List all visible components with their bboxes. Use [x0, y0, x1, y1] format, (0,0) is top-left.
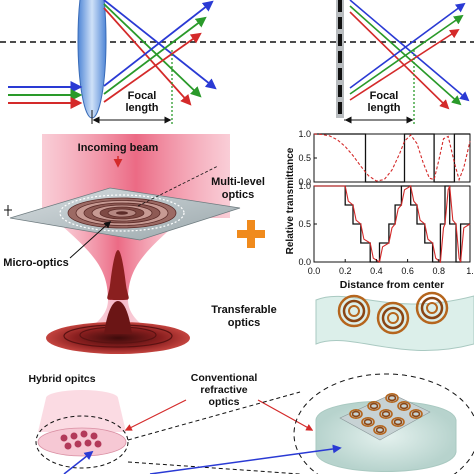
chip-lens-6 — [375, 426, 385, 434]
focal-label-a-line2: length — [126, 102, 159, 114]
chip-lens-3 — [363, 418, 373, 426]
x-tick-label-4: 0.8 — [433, 266, 446, 276]
x-tick-label-5: 1. — [466, 266, 474, 276]
hybrid-micro-array — [60, 430, 102, 450]
focal-label-b-line2: length — [368, 102, 401, 114]
focused-red-ray-2 — [103, 32, 202, 103]
chart-xlabel: Distance from center — [340, 279, 444, 291]
chip-lens-8 — [411, 410, 421, 418]
conventional-label-2: refractive — [200, 384, 247, 396]
chip-lens-8 — [409, 408, 423, 419]
fresnel-zone-rings — [59, 194, 185, 232]
transferable-label-1: Transferable — [211, 304, 276, 316]
focused-blue-ray-2 — [103, 0, 214, 87]
chip-lens-6 — [373, 424, 387, 435]
zoom-guide-top — [127, 391, 301, 441]
incoming-beam-label: Incoming beam — [78, 142, 159, 154]
focused-green-ray-2 — [103, 16, 207, 95]
convex-lens-icon — [77, 0, 107, 119]
intensity-peak — [104, 301, 132, 334]
diffracted-blue-ray-1 — [349, 0, 470, 102]
y-tick-label-bottom-1: 0.5 — [298, 219, 311, 229]
focused-red-ray-1 — [103, 7, 192, 106]
focal-label-b-line1: Focal — [370, 90, 399, 102]
film-lens-1 — [337, 294, 371, 328]
transferable-film — [315, 291, 474, 351]
zoom-guide-bottom — [127, 461, 301, 474]
series-bottom-0 — [314, 185, 470, 263]
chip-lens-array — [349, 392, 423, 435]
multilevel-optics-panel: Incoming beam Multi-level optics Micro-o… — [3, 134, 277, 354]
chip-lens-5 — [397, 400, 411, 411]
chart-ylabel: Relative transmittance — [285, 147, 296, 254]
conventional-label-1: Conventional — [191, 372, 258, 384]
conventional-pointer-left — [124, 399, 187, 431]
chip-lens-4 — [381, 410, 391, 418]
blue-pointer-right — [149, 444, 342, 474]
focused-green-ray-1 — [103, 3, 202, 98]
chip-lens-0 — [349, 408, 363, 419]
focused-blue-ray-1 — [103, 0, 217, 90]
focal-label-a-line1: Focal — [128, 90, 157, 102]
chip-lens-7 — [391, 416, 405, 427]
film-lens-2 — [376, 301, 410, 335]
hybrid-beam — [38, 398, 126, 432]
series-bottom-1 — [314, 185, 471, 264]
transmittance-chart: Relative transmittance Distance from cen… — [285, 129, 474, 291]
chip-lens-2 — [385, 392, 399, 403]
chart-frame-top — [313, 133, 471, 183]
diffracted-green-ray-2 — [349, 14, 464, 95]
conventional-label-3: optics — [209, 396, 240, 408]
zoom-detail-circle — [293, 373, 474, 474]
conventional-pointer-right — [257, 399, 314, 431]
plus-icon — [237, 220, 265, 248]
diffractive-element-panel: Focal length — [240, 0, 474, 124]
x-tick-label-3: 0.6 — [401, 266, 414, 276]
y-tick-label-top-1: 0.5 — [298, 153, 311, 163]
hybrid-lens-base — [37, 427, 127, 457]
chip-lens-4 — [379, 408, 393, 419]
y-tick-label-bottom-2: 0.0 — [298, 257, 311, 267]
micro-optics-pointer — [69, 221, 112, 259]
diffracted-red-ray-2 — [349, 28, 460, 101]
multilevel-label-2: optics — [222, 189, 254, 201]
y-tick-label-bottom-0: 1.0 — [298, 181, 311, 191]
diffracted-blue-ray-2 — [349, 2, 466, 89]
y-tick-label-top-0: 1.0 — [298, 129, 311, 139]
chip-lens-1 — [369, 402, 379, 410]
chip-lens-1 — [367, 400, 381, 411]
chip-lens-2 — [387, 394, 397, 402]
micro-optics-label: Micro-optics — [3, 257, 68, 269]
hybrid-optics-label: Hybrid opitcs — [28, 373, 95, 385]
x-tick-label-2: 0.4 — [370, 266, 383, 276]
multilevel-label-1: Multi-level — [211, 176, 265, 188]
x-tick-label-0: 0.0 — [308, 266, 321, 276]
chip-lens-7 — [393, 418, 403, 426]
series-top-0 — [314, 133, 470, 183]
film-lens-3 — [415, 291, 449, 325]
y-tick-label-top-2: 0.0 — [298, 177, 311, 187]
focal-spot — [107, 250, 129, 300]
chip-lens-5 — [399, 402, 409, 410]
chip-lens-0 — [351, 410, 361, 418]
transferable-label-2: optics — [228, 317, 260, 329]
x-tick-label-1: 0.2 — [339, 266, 352, 276]
chip-lens-3 — [361, 416, 375, 427]
hybrid-optics-panel: Hybrid opitcs Conventional refractive op… — [28, 372, 474, 474]
blue-pointer-left — [63, 450, 94, 474]
intensity-pattern — [46, 322, 190, 354]
hybrid-zoom-circle — [35, 415, 129, 469]
series-top-1 — [313, 133, 471, 182]
refractive-lens-panel: Focal length — [0, 0, 240, 124]
